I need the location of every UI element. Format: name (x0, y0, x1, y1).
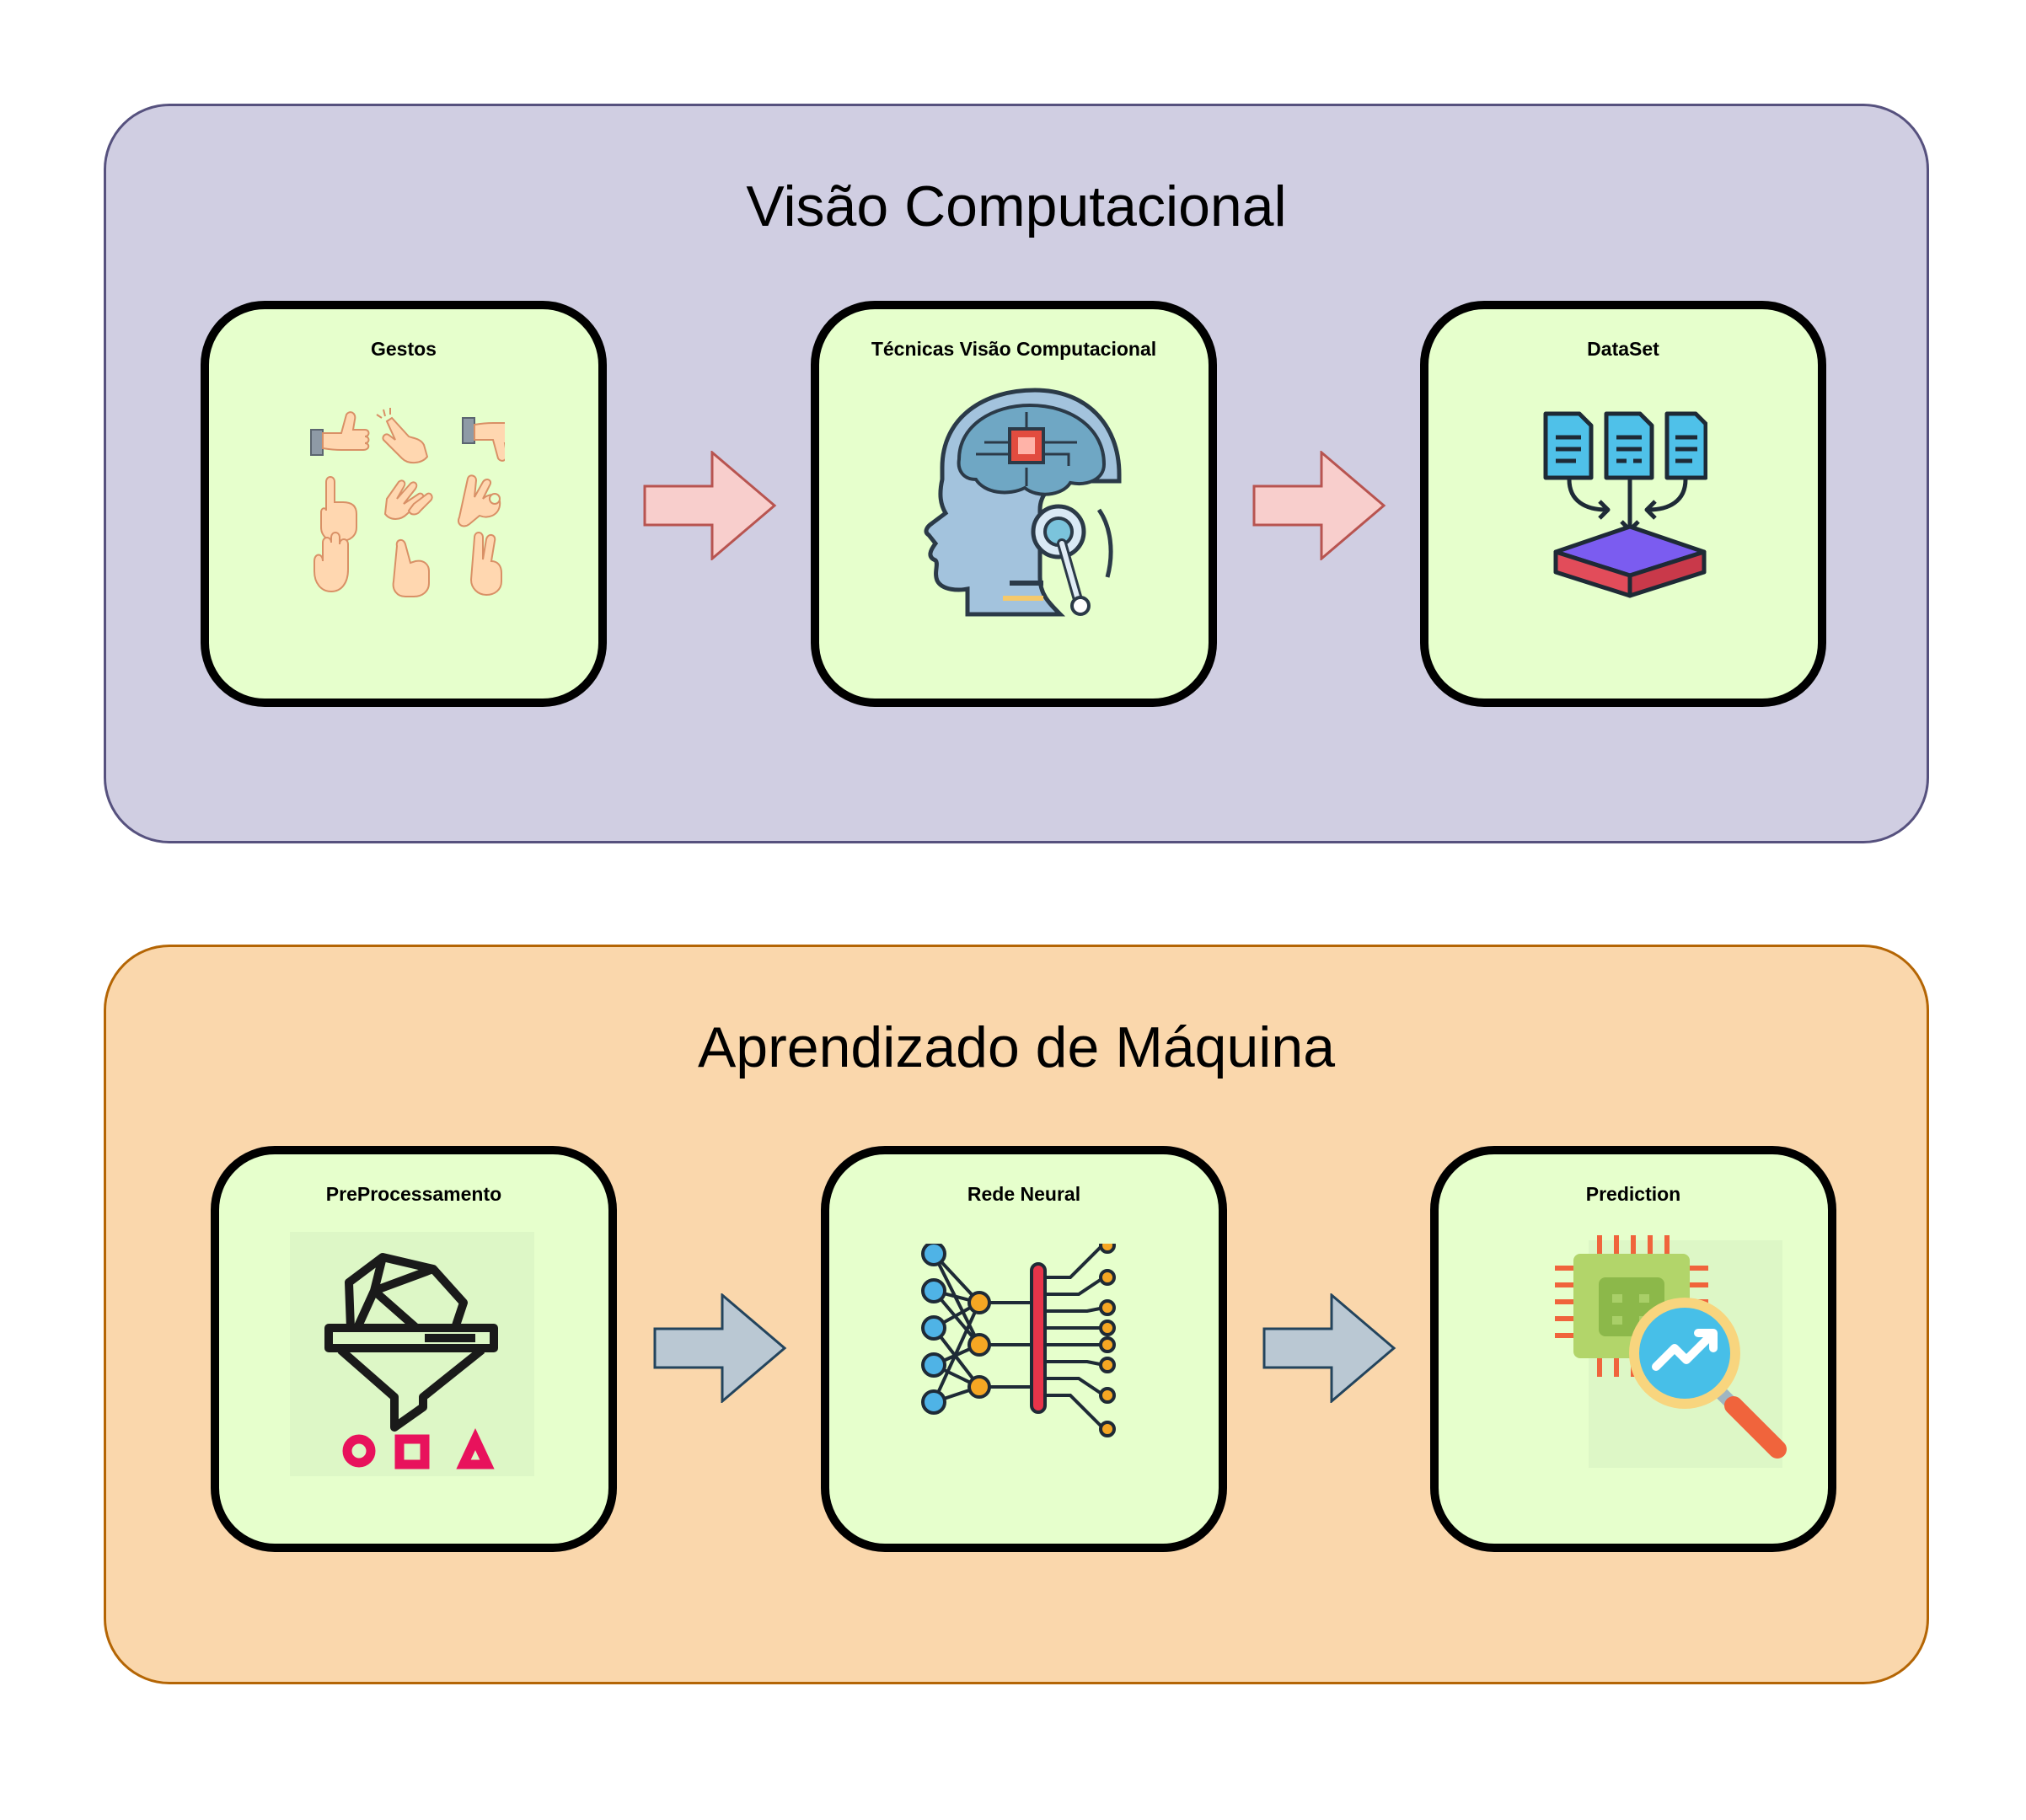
flow-arrow (1262, 1293, 1396, 1403)
card-title: Rede Neural (967, 1183, 1081, 1205)
card-dataset[interactable]: DataSet (1420, 301, 1826, 707)
dataset-icon (1543, 411, 1707, 598)
card-rede-neural[interactable]: Rede Neural (821, 1146, 1227, 1552)
card-title: DataSet (1587, 338, 1659, 360)
card-tecnicas-visao-computacional[interactable]: Técnicas Visão Computacional (811, 301, 1217, 707)
funnel-filter-icon (290, 1232, 534, 1476)
card-prediction[interactable]: Prediction (1430, 1146, 1836, 1552)
card-preprocessamento[interactable]: PreProcessamento (211, 1146, 617, 1552)
flow-arrow (653, 1293, 787, 1403)
flow-arrow (1252, 451, 1386, 560)
group-title: Aprendizado de Máquina (697, 1015, 1336, 1079)
card-title: PreProcessamento (325, 1183, 502, 1205)
arrow-shape (643, 451, 777, 560)
card-title: Gestos (371, 338, 437, 360)
chip-magnifier-icon (1555, 1235, 1787, 1468)
card-gestos[interactable]: Gestos (201, 301, 607, 707)
flow-arrow (643, 451, 777, 560)
group-title: Visão Computacional (746, 174, 1287, 238)
card-title: Técnicas Visão Computacional (871, 338, 1157, 360)
neural-network-icon (921, 1244, 1116, 1437)
arrow-shape (653, 1293, 787, 1403)
card-title: Prediction (1585, 1183, 1681, 1205)
arrow-shape (1262, 1293, 1396, 1403)
arrow-shape (1252, 451, 1386, 560)
hand-gestures-icon (310, 408, 505, 597)
ai-head-icon (924, 388, 1122, 617)
